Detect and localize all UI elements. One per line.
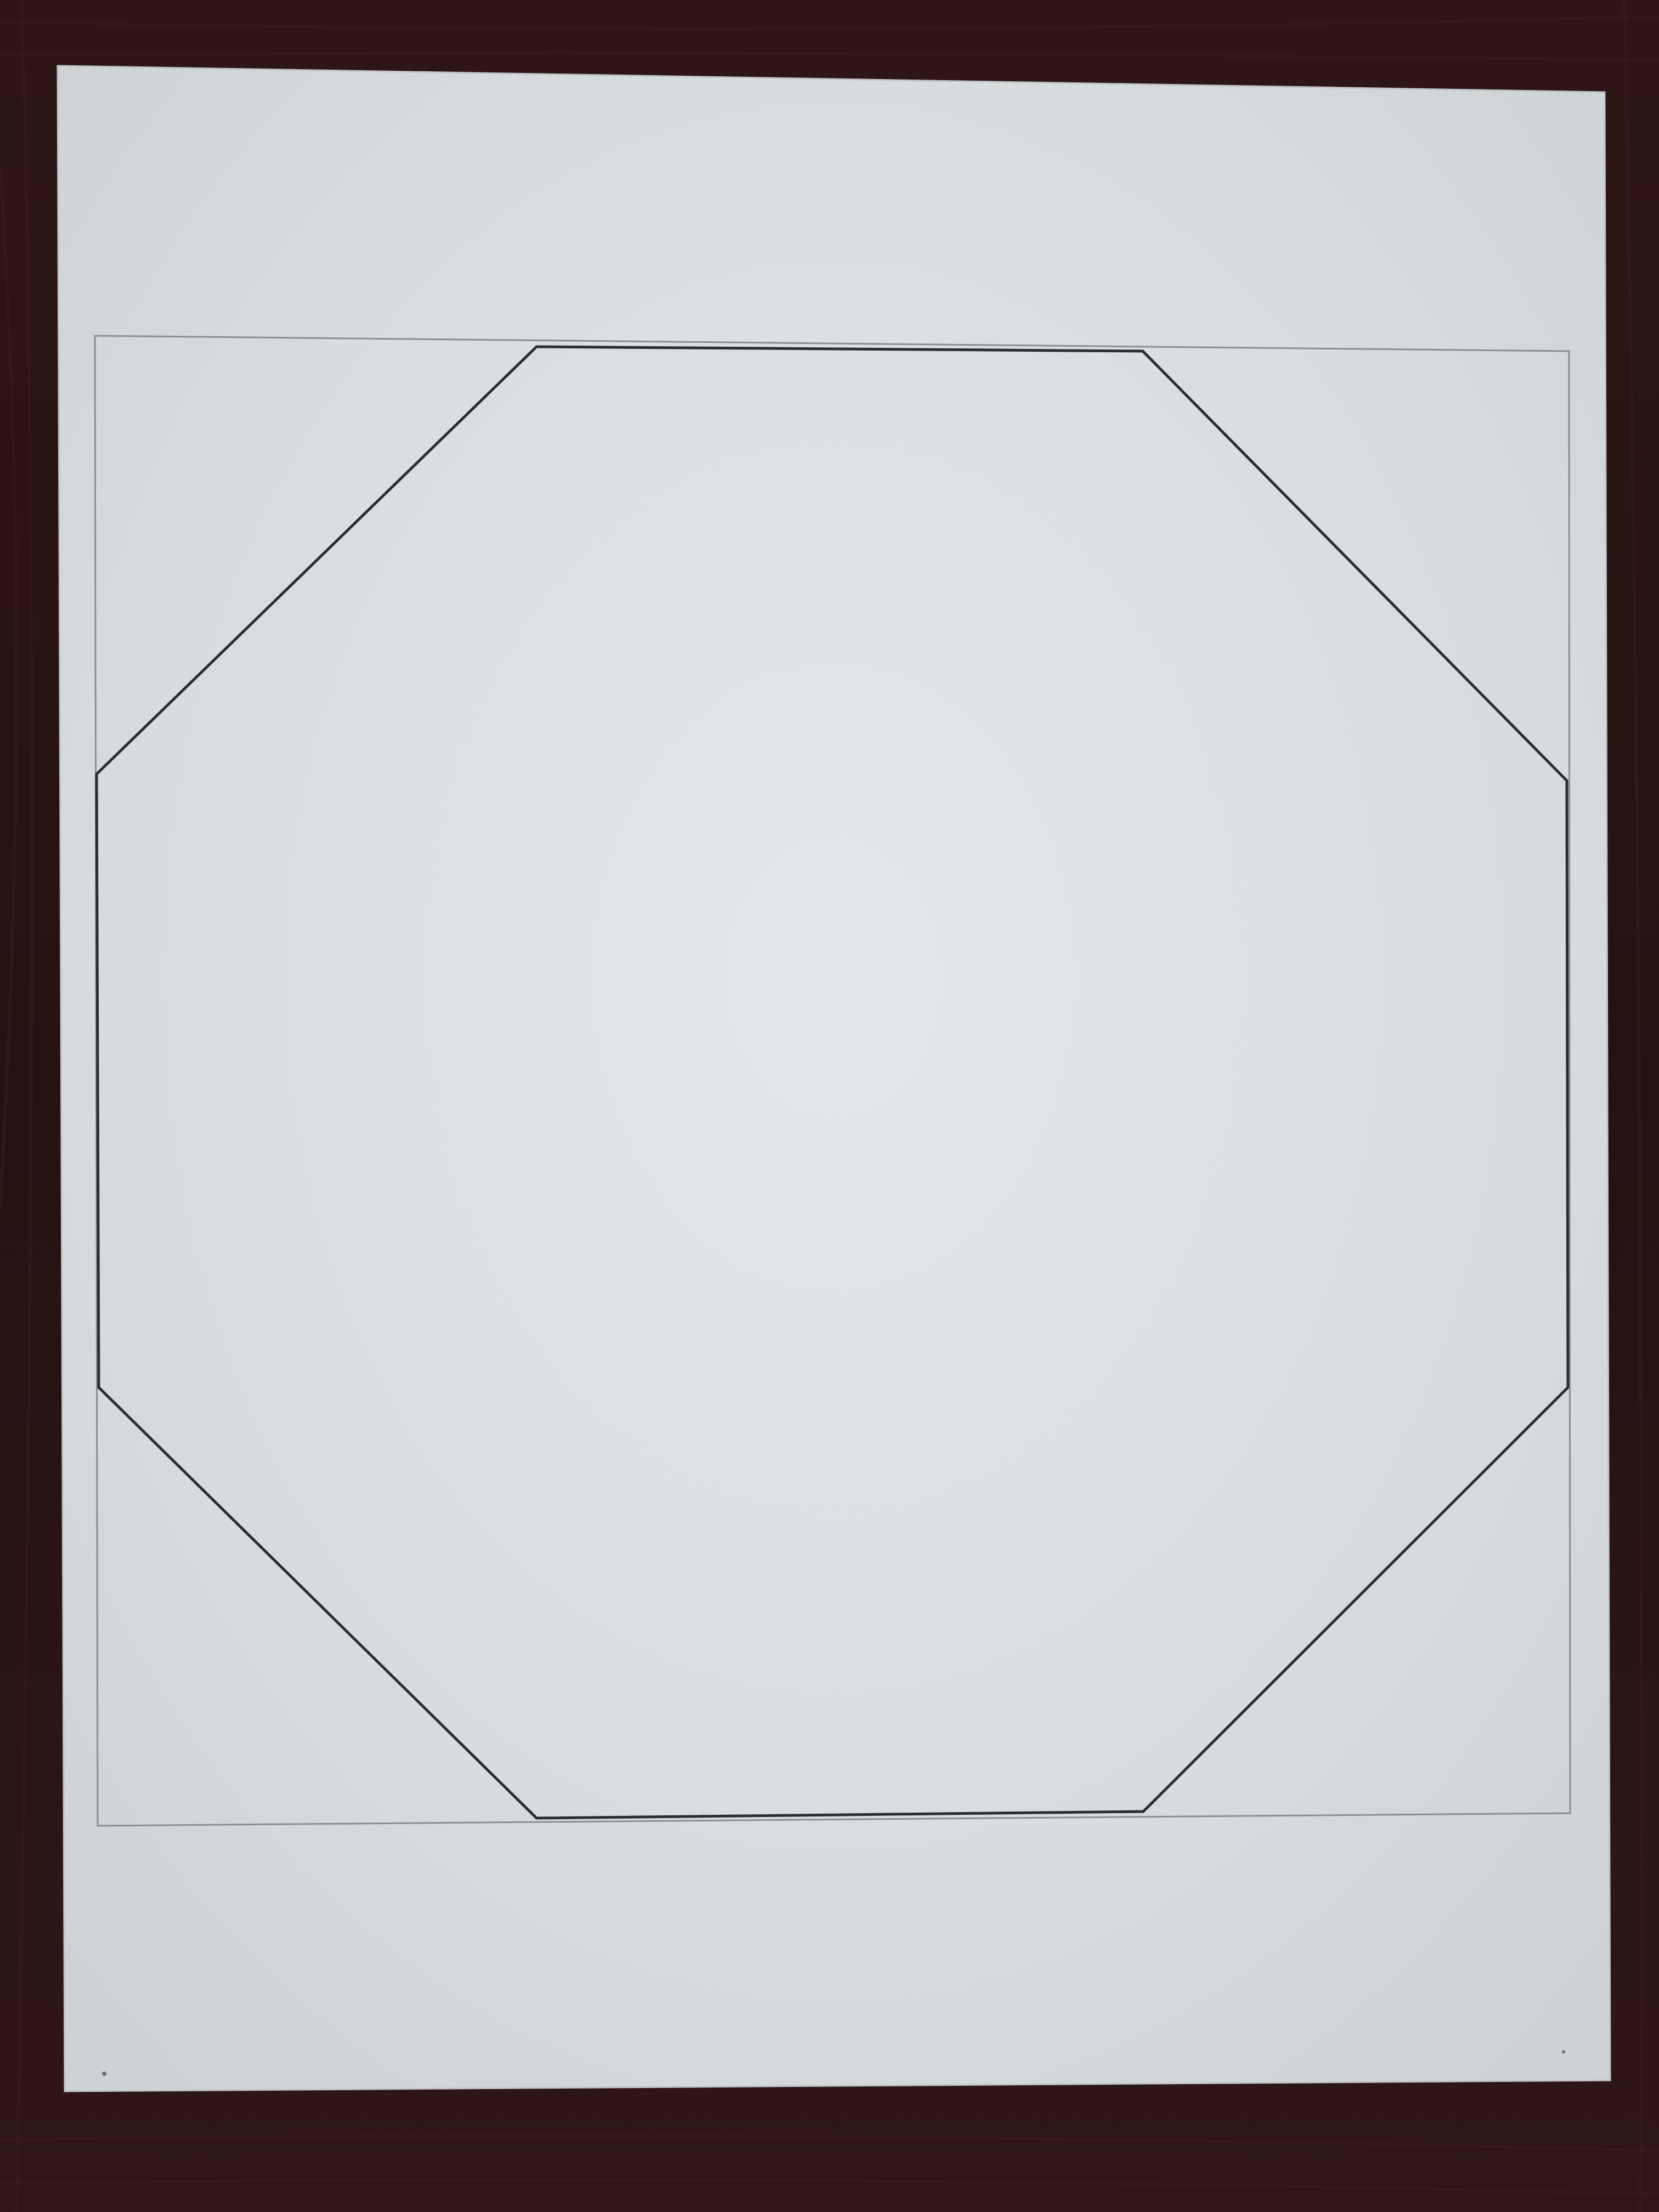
paper-sheet [57,65,1611,2092]
paper-speck [1562,2050,1565,2053]
octagon-outline [95,345,1570,1820]
paper-speck [102,2072,106,2076]
square-outline [94,335,1571,1827]
